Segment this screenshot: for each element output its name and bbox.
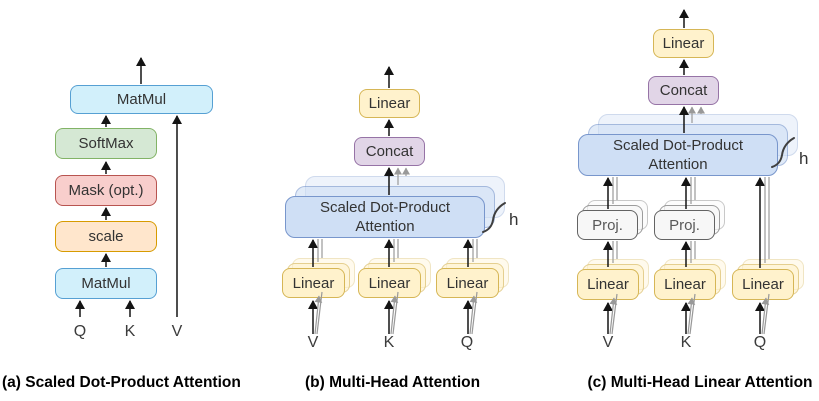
box-label: scale (88, 228, 124, 245)
linear-box-c-q: Linear (732, 269, 794, 300)
arrow-head-copy (469, 295, 478, 335)
box-label: Mask (opt.) (68, 182, 144, 199)
box-label: Linear (368, 274, 411, 292)
box-label: Linear (742, 276, 784, 293)
proj-box-c-v: Proj. (577, 210, 638, 240)
arrow-head-copy (390, 295, 399, 335)
input-label-q: Q (753, 334, 767, 351)
input-label-q: Q (460, 334, 474, 351)
caption-a: (a) Scaled Dot-Product Attention (2, 374, 241, 391)
softmax-box: SoftMax (55, 128, 157, 159)
scaled-dot-product-attention-box-b: Scaled Dot-Product Attention (285, 196, 485, 238)
linear-out-box-b: Linear (359, 89, 420, 118)
input-label-v: V (602, 334, 614, 351)
scaled-dot-product-attention-box-c: Scaled Dot-Product Attention (578, 134, 778, 176)
box-label: Concat (659, 82, 708, 99)
caption-b: (b) Multi-Head Attention (305, 374, 481, 391)
box-label: Linear (587, 276, 629, 293)
input-label-k: K (680, 334, 692, 351)
linear-box-b-v: Linear (282, 268, 345, 298)
linear-box-c-v: Linear (577, 269, 639, 300)
line-head-copy (316, 291, 323, 335)
box-label: Scaled Dot-Product Attention (612, 137, 744, 173)
box-label: Proj. (669, 216, 700, 234)
input-label-v: V (307, 334, 319, 351)
box-label: Proj. (592, 216, 623, 234)
matmul-bottom-box: MatMul (55, 268, 157, 299)
linear-out-box-c: Linear (653, 29, 714, 58)
heads-count-label-c: h (799, 149, 809, 168)
input-label-k: K (383, 334, 395, 351)
matmul-top-box: MatMul (70, 85, 213, 114)
line-head-copy (689, 293, 696, 335)
line-head-copy (392, 291, 399, 335)
linear-box-c-k: Linear (654, 269, 716, 300)
input-label-q: Q (73, 323, 87, 340)
concat-box-c: Concat (648, 76, 719, 105)
box-label: Linear (664, 276, 706, 293)
input-label-v: V (171, 323, 183, 340)
scale-box: scale (55, 221, 157, 252)
input-label-k: K (124, 323, 136, 340)
linear-box-b-q: Linear (436, 268, 499, 298)
arrow-head-copy (687, 297, 696, 335)
caption-c: (c) Multi-Head Linear Attention (587, 374, 813, 391)
line-head-copy (611, 293, 618, 335)
arrow-head-copy (609, 297, 618, 335)
box-label: MatMul (81, 275, 131, 292)
box-label: Linear (368, 95, 411, 112)
arrow-head-copy (314, 295, 323, 335)
line-head-copy (471, 291, 478, 335)
box-label: Concat (365, 143, 414, 160)
box-label: Linear (662, 35, 705, 52)
linear-box-b-k: Linear (358, 268, 421, 298)
box-label: Linear (292, 274, 335, 292)
arrow-head-copy (761, 297, 770, 335)
heads-count-label-b: h (509, 210, 519, 229)
box-label: SoftMax (78, 135, 134, 152)
proj-box-c-k: Proj. (654, 210, 715, 240)
box-label: MatMul (116, 91, 167, 108)
box-label: Linear (446, 274, 489, 292)
mask-box: Mask (opt.) (55, 175, 157, 206)
box-label: Scaled Dot-Product Attention (319, 199, 451, 235)
concat-box-b: Concat (354, 137, 425, 166)
line-head-copy (763, 293, 770, 335)
